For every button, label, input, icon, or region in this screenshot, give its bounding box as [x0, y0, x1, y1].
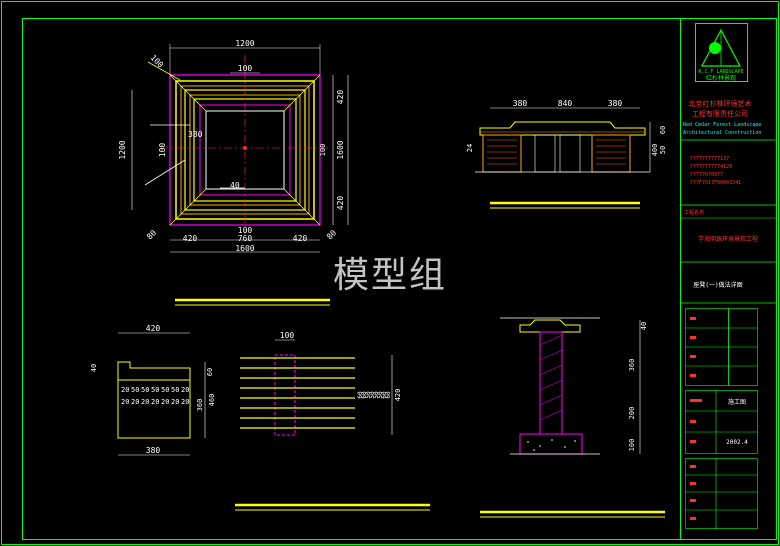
- detail-row2-dim: 20: [131, 398, 139, 406]
- detail-h-60: 60: [206, 368, 214, 376]
- plan-dim-inner-380: 380: [188, 130, 203, 139]
- company-name-en-2: Architectural Construction: [683, 130, 761, 136]
- detail-width-420: 420: [146, 324, 161, 333]
- plan-dim-bottom-420-right: 420: [293, 234, 308, 243]
- drawing-name: 座凳(一)做法详图: [693, 281, 742, 289]
- detail-row1-dim: 50: [161, 386, 169, 394]
- plan-dim-right-420-top: 420: [336, 90, 345, 105]
- project-label: 工程名称: [684, 209, 704, 216]
- plan-dim-left-100: 100: [158, 143, 167, 158]
- phone-number: 77777070077: [690, 172, 723, 178]
- section-dim-380-right: 380: [608, 99, 623, 108]
- project-name: 学海明珠环境景观工程: [698, 235, 758, 243]
- plan-dim-right-100: 100: [319, 144, 327, 157]
- section-view: 380 840 380 60 400 50 24: [466, 99, 667, 209]
- plan-dim-right-1600: 1600: [336, 140, 345, 159]
- mid-right-dim: 60: [381, 391, 388, 399]
- phone-number: 777F7017F00003241: [690, 180, 741, 186]
- mid-right-dim: 50: [369, 391, 376, 399]
- plan-dim-right-420-bottom: 420: [336, 196, 345, 211]
- plan-view: 1200 100 100 1200 100 420 1600 420 100 3…: [118, 39, 349, 306]
- section-dim-400: 400: [651, 144, 659, 157]
- section-dim-50: 50: [659, 146, 667, 154]
- company-logo: R.C.F LANDSCAPE 红杉林景观: [698, 28, 744, 82]
- phone-number: 77777777774129: [690, 164, 732, 170]
- mid-right-dim: 60: [357, 391, 364, 399]
- detail-row1-dim: 50: [171, 386, 179, 394]
- mid-right-dim: 50: [365, 391, 372, 399]
- company-name-en-1: Red Cedar Forest Landscape: [683, 122, 761, 128]
- detail-row1-dim: 50: [151, 386, 159, 394]
- mid-right-dim: 50: [373, 391, 380, 399]
- plan-dim-top-1200: 1200: [235, 39, 254, 48]
- watermark-text: 模型组: [332, 255, 447, 296]
- detail-h-460: 460: [208, 394, 216, 407]
- detail-row1-dim: 50: [131, 386, 139, 394]
- mid-right-dim: 60: [361, 391, 368, 399]
- plan-dim-bottom-760: 760: [238, 234, 253, 243]
- logo-box: [695, 23, 748, 82]
- mid-dim-top-100: 100: [280, 331, 295, 340]
- detail-row1-dim: 20: [181, 386, 189, 394]
- column-section: 40 360 200 100: [480, 317, 665, 518]
- detail-row2-dim: 20: [121, 398, 129, 406]
- mid-right-dim: 50: [377, 391, 384, 399]
- column-dim-40: 40: [640, 322, 648, 330]
- section-dim-380-left: 380: [513, 99, 528, 108]
- detail-row2-dim: 20: [171, 398, 179, 406]
- inner-frame: [22, 18, 777, 540]
- detail-bottom-380: 380: [146, 446, 161, 455]
- plan-dim-inner-40: 40: [230, 181, 240, 190]
- column-dim-100: 100: [628, 439, 636, 452]
- detail-row2-dim: 20: [141, 398, 149, 406]
- drawing-date: 2002.4: [726, 439, 748, 446]
- logo-text-en: R.C.F LANDSCAPE: [698, 69, 743, 75]
- plan-dim-bottom-1600: 1600: [235, 244, 254, 253]
- phone-number: 7777777777137: [690, 156, 729, 162]
- column-dim-360: 360: [628, 359, 636, 372]
- mid-right-dim: 60: [385, 391, 392, 399]
- title-block: R.C.F LANDSCAPE 红杉林景观 北京红杉林环境艺术 工程有限责任公司…: [680, 18, 776, 539]
- plan-dim-bottom-420-left: 420: [183, 234, 198, 243]
- section-dim-60: 60: [659, 126, 667, 134]
- company-name-cn-1: 北京红杉林环境艺术: [689, 99, 752, 108]
- detail-row1-dim: 20: [121, 386, 129, 394]
- detail-h-360: 360: [196, 399, 204, 412]
- section-dim-840: 840: [558, 99, 573, 108]
- detail-row2-dim: 20: [181, 398, 189, 406]
- drawing-stage: 施工图: [728, 398, 746, 406]
- detail-row1-dim: 50: [141, 386, 149, 394]
- detail-row2-dim: 20: [161, 398, 169, 406]
- plan-dim-left-1200: 1200: [118, 140, 127, 159]
- company-name-cn-2: 工程有限责任公司: [692, 109, 748, 118]
- section-dim-24: 24: [466, 144, 474, 152]
- mid-dim-420: 420: [394, 389, 402, 402]
- plan-dim-bottom-100: 100: [238, 226, 253, 235]
- column-dim-200: 200: [628, 407, 636, 420]
- detail-h-40: 40: [90, 364, 98, 372]
- plan-dim-top-100: 100: [238, 64, 253, 73]
- logo-text-cn: 红杉林景观: [706, 74, 736, 82]
- detail-row2-dim: 20: [151, 398, 159, 406]
